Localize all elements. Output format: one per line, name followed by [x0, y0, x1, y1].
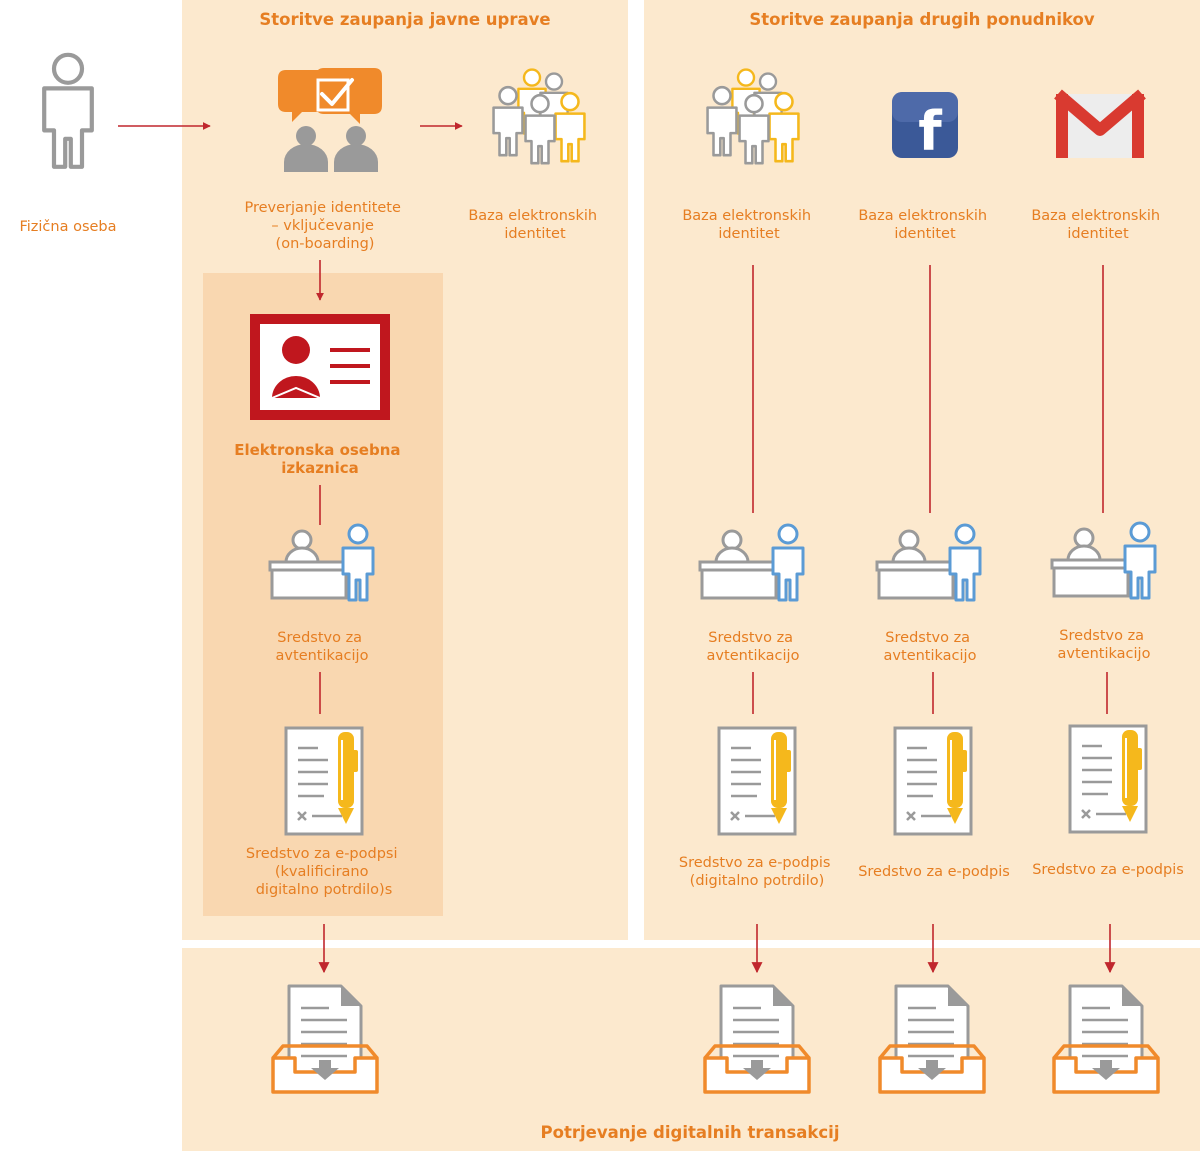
provider-2-auth-label: Sredstvo za avtentikacijo: [884, 630, 977, 664]
public-panel-title: Storitve zaupanja javne uprave: [259, 10, 550, 29]
public-auth-label: Sredstvo za avtentikacijo: [276, 630, 369, 664]
gmail-icon: [1054, 89, 1146, 158]
transactions-panel-title: Potrjevanje digitalnih transakcij: [541, 1123, 840, 1142]
identity-verification-icon: [278, 68, 382, 172]
svg-text:f: f: [918, 100, 942, 163]
eid-card-icon: [250, 314, 390, 420]
person-icon: [44, 55, 92, 167]
person-label: Fizična oseba: [19, 219, 116, 235]
provider-1-e-signature-icon: [717, 726, 797, 836]
onboarding-label: Preverjanje identitete – vključevanje (o…: [244, 200, 405, 252]
public-esig-label: Sredstvo za e-podpsi (kvalificirano digi…: [246, 846, 402, 898]
eid-label: Elektronska osebna izkaznica: [234, 441, 406, 477]
provider-3-e-signature-icon: [1068, 724, 1148, 834]
provider-1-db-label: Baza elektronskih identitet: [682, 208, 815, 242]
provider-2-db-label: Baza elektronskih identitet: [858, 208, 991, 242]
provider-3-auth-label: Sredstvo za avtentikacijo: [1058, 628, 1151, 662]
provider-2-e-signature-icon: [893, 726, 973, 836]
provider-1-auth-label: Sredstvo za avtentikacijo: [707, 630, 800, 664]
other-panel-title: Storitve zaupanja drugih ponudnikov: [749, 10, 1095, 29]
provider-3-esig-label: Sredstvo za e-podpis: [1032, 862, 1184, 878]
provider-3-db-label: Baza elektronskih identitet: [1031, 208, 1164, 242]
facebook-icon: f: [892, 92, 958, 163]
public-identity-db-label: Baza elektronskih identitet: [468, 208, 601, 242]
e-signature-icon: [284, 726, 364, 836]
provider-2-esig-label: Sredstvo za e-podpis: [858, 864, 1010, 880]
provider-1-esig-label: Sredstvo za e-podpis (digitalno potrdilo…: [679, 855, 835, 889]
